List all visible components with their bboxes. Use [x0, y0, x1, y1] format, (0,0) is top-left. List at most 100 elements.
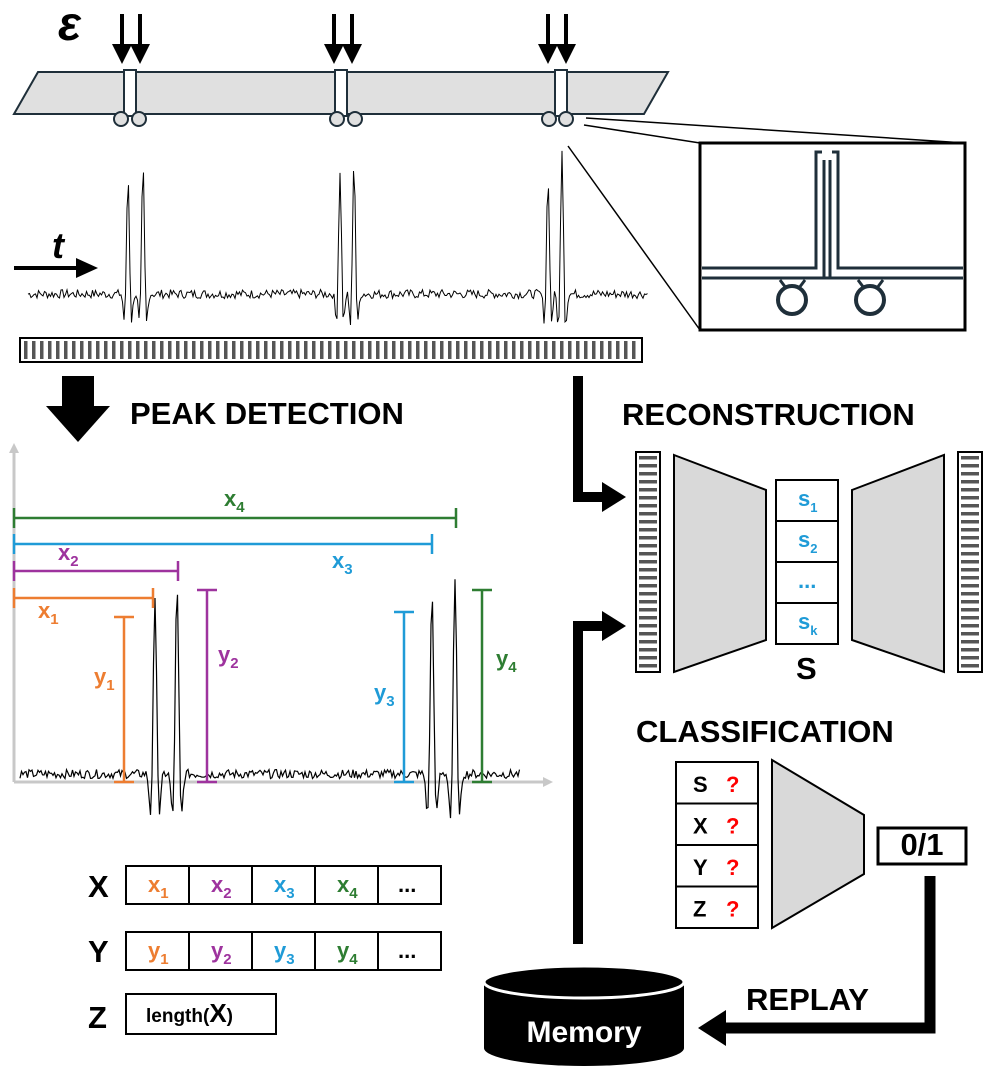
- stripe-tick: [96, 341, 100, 359]
- stripe-tick: [360, 341, 364, 359]
- stripe-tick: [488, 341, 492, 359]
- stripe-tick: [168, 341, 172, 359]
- stripe-tick: [440, 341, 444, 359]
- stripe-tick: [512, 341, 516, 359]
- stripe-tick: [48, 341, 52, 359]
- stripe-tick: [560, 341, 564, 359]
- zoom-line-mid: [583, 124, 701, 144]
- stripe-tick: [496, 341, 500, 359]
- stripe-tick: [472, 341, 476, 359]
- question-icon: ?: [726, 814, 739, 839]
- classifier-input-cell: [675, 844, 759, 888]
- classifier-output-box: [876, 826, 968, 866]
- stripe-tick: [639, 496, 657, 500]
- stripe-tick: [584, 341, 588, 359]
- stripe-tick: [216, 341, 220, 359]
- classifier-input-cell: [675, 802, 759, 846]
- stripe-tick: [616, 341, 620, 359]
- stripe-tick: [56, 341, 60, 359]
- stripe-tick: [961, 472, 979, 476]
- stripe-tick: [639, 504, 657, 508]
- stripe-tick: [639, 560, 657, 564]
- stripe-tick: [639, 472, 657, 476]
- stripe-tick: [961, 656, 979, 660]
- strain-symbol: ε: [58, 0, 82, 51]
- stripe-tick: [376, 341, 380, 359]
- stripe-tick: [961, 536, 979, 540]
- load-arrows: [112, 14, 576, 64]
- stripe-tick: [639, 528, 657, 532]
- beam-structure: [12, 69, 670, 127]
- classifier-input-label: S: [693, 772, 708, 797]
- stripe-tick: [961, 464, 979, 468]
- stripe-tick: [639, 488, 657, 492]
- stripe-tick: [88, 341, 92, 359]
- stripe-tick: [72, 341, 76, 359]
- stripe-tick: [639, 616, 657, 620]
- decoder-block: [851, 453, 945, 674]
- latent-label: S: [796, 651, 817, 686]
- stripe-tick: [639, 640, 657, 644]
- stripe-tick: [456, 341, 460, 359]
- y2-measure: [197, 588, 217, 784]
- stripe-tick: [961, 568, 979, 572]
- stripe-tick: [961, 640, 979, 644]
- stripe-tick: [961, 504, 979, 508]
- x2-measure: [12, 561, 180, 581]
- stripe-tick: [208, 341, 212, 359]
- array-cell: [125, 865, 190, 905]
- stripe-tick: [80, 341, 84, 359]
- stripe-tick: [152, 341, 156, 359]
- stripe-tick: [961, 544, 979, 548]
- inset-zoom-box: [698, 141, 967, 332]
- stripe-tick: [32, 341, 36, 359]
- latent-cell: [775, 479, 839, 522]
- stripe-tick: [639, 600, 657, 604]
- stripe-tick: [184, 341, 188, 359]
- autoencoder-input-bar: [635, 451, 661, 673]
- stripe-tick: [639, 656, 657, 660]
- stripe-tick: [320, 341, 324, 359]
- stripe-tick: [296, 341, 300, 359]
- stripe-tick: [344, 341, 348, 359]
- array-cell-text: y2: [211, 938, 232, 968]
- memory-to-autoencoder-arrow: [573, 611, 626, 944]
- stripe-tick: [504, 341, 508, 359]
- stripe-tick: [961, 648, 979, 652]
- x3-label: x3: [332, 548, 353, 578]
- stripe-tick: [639, 520, 657, 524]
- y4-measure: [472, 588, 492, 784]
- array-cell-text: ...: [398, 938, 416, 963]
- time-arrow: [14, 258, 98, 278]
- stripe-tick: [624, 341, 628, 359]
- array-z-content: length(X): [146, 998, 233, 1028]
- stripe-tick: [639, 536, 657, 540]
- stripe-tick: [416, 341, 420, 359]
- stripe-tick: [639, 624, 657, 628]
- peak-detection-heading: PEAK DETECTION: [130, 396, 404, 431]
- array-z-label: Z: [88, 1000, 107, 1035]
- stripe-tick: [639, 576, 657, 580]
- stripe-tick: [280, 341, 284, 359]
- stripe-tick: [961, 576, 979, 580]
- stripe-tick: [448, 341, 452, 359]
- stripe-tick: [608, 341, 612, 359]
- stripe-tick: [528, 341, 532, 359]
- signal-to-autoencoder-arrow: [573, 376, 626, 512]
- stripe-tick: [264, 341, 268, 359]
- stripe-tick: [961, 512, 979, 516]
- stripe-tick: [224, 341, 228, 359]
- peak-plot-axes: [9, 443, 553, 787]
- latent-cell: [775, 602, 839, 645]
- classifier-input-cell: [675, 885, 759, 929]
- y3-label: y3: [374, 680, 395, 710]
- stripe-tick: [961, 488, 979, 492]
- question-icon: ?: [726, 772, 739, 797]
- array-cell-text: y1: [148, 938, 169, 968]
- stripe-tick: [961, 600, 979, 604]
- stripe-tick: [639, 592, 657, 596]
- x1-label: x1: [38, 598, 59, 628]
- array-cell-text: x3: [274, 872, 295, 902]
